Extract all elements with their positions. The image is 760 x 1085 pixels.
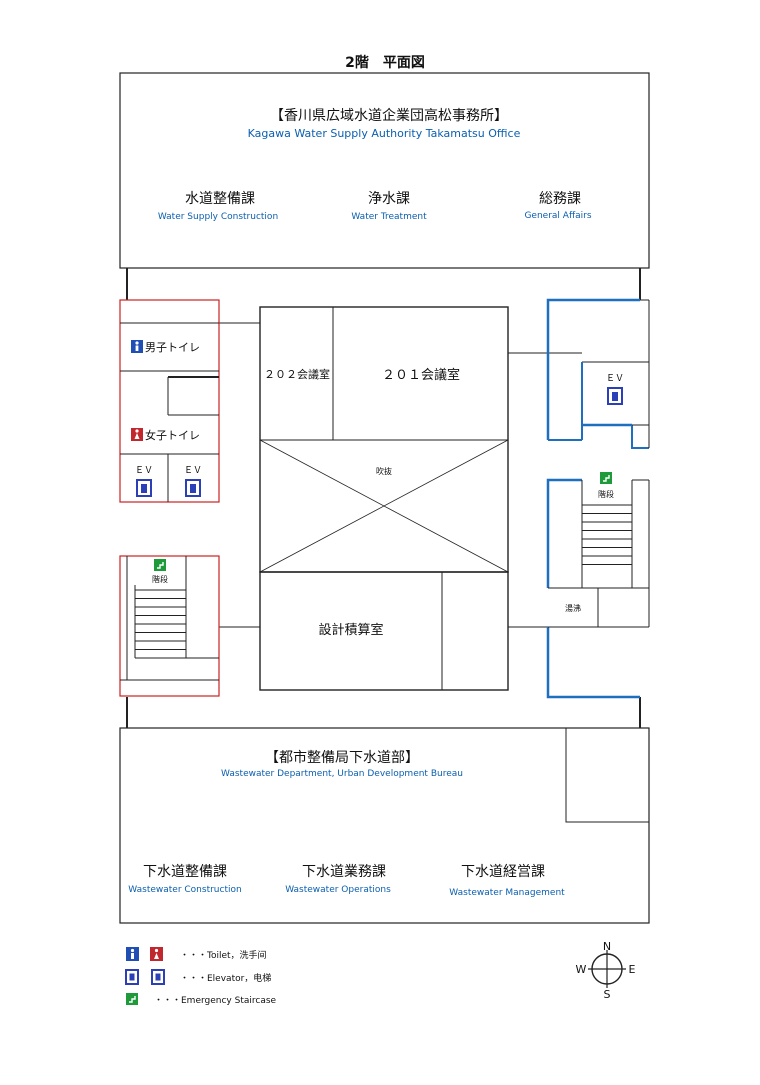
- center-block: [259, 306, 509, 691]
- page-title: 2階 平面図: [345, 54, 425, 71]
- dept-water-treatment-en: Water Treatment: [351, 212, 427, 222]
- room-202-label: ２０２会議室: [264, 367, 330, 381]
- legend-elevator-label: ・・・Elevator，电梯: [180, 972, 271, 984]
- dept-general-affairs-en: General Affairs: [524, 211, 591, 221]
- dept-wastewater-management: 下水道経営課: [461, 864, 545, 880]
- corridor-links: [219, 322, 582, 628]
- right-stair-core: 階段 湯沸: [546, 472, 650, 699]
- bottom-office-name-en: Wastewater Department, Urban Development…: [221, 769, 463, 779]
- bottom-office-side-room: [565, 727, 650, 823]
- atrium-label: 吹抜: [376, 466, 392, 476]
- atrium-cross-b: [259, 439, 509, 573]
- bottom-office-name: 【都市整備局下水道部】: [265, 749, 419, 766]
- mens-toilet-label: 男子トイレ: [145, 341, 200, 354]
- top-office-room: [119, 72, 650, 269]
- bottom-office-room: [119, 727, 650, 924]
- womens-toilet-label: 女子トイレ: [145, 428, 200, 442]
- legend-staircase: ・・・Emergency Staircase: [126, 993, 277, 1006]
- dept-general-affairs: 総務課: [539, 191, 581, 207]
- elevator-right: ＥＶ: [606, 374, 624, 405]
- compass-north: N: [603, 940, 611, 953]
- legend-elevator: ・・・Elevator，电梯: [125, 969, 271, 985]
- legend-staircase-label: ・・・Emergency Staircase: [154, 996, 277, 1006]
- dept-water-supply-construction: 水道整備課: [185, 191, 255, 207]
- compass-east: E: [629, 963, 636, 976]
- elevator-left-1: ＥＶ: [135, 466, 153, 497]
- dept-wastewater-operations-en: Wastewater Operations: [285, 885, 391, 895]
- legend-toilet-label: ・・・Toilet，洗手间: [180, 949, 267, 961]
- right-core-upper: [546, 298, 650, 449]
- left-core-upper: [119, 299, 220, 503]
- legend-toilet: ・・・Toilet，洗手间: [126, 947, 267, 961]
- dept-water-treatment: 浄水課: [368, 191, 410, 207]
- corridor-walls: [126, 268, 641, 728]
- design-room-label: 設計積算室: [318, 622, 383, 638]
- compass-icon: N S E W: [576, 940, 636, 1001]
- dept-wastewater-construction: 下水道整備課: [143, 864, 227, 880]
- kitchen-label: 湯沸: [565, 603, 581, 613]
- compass-west: W: [576, 963, 587, 976]
- top-office-name: 【香川県広域水道企業団高松事務所】: [270, 107, 508, 124]
- legend: ・・・Toilet，洗手间 ・・・Elevator，电梯 ・・・Emergenc…: [125, 947, 277, 1006]
- mens-toilet: 男子トイレ: [131, 340, 200, 354]
- dept-water-supply-construction-en: Water Supply Construction: [158, 212, 278, 222]
- top-office-name-en: Kagawa Water Supply Authority Takamatsu …: [248, 127, 521, 140]
- room-201-label: ２０１会議室: [382, 367, 460, 383]
- left-stair-core: 階段: [119, 555, 220, 697]
- compass-south: S: [604, 988, 611, 1001]
- dept-wastewater-construction-en: Wastewater Construction: [128, 885, 241, 895]
- elevator-label: ＥＶ: [135, 466, 153, 476]
- elevator-label: ＥＶ: [606, 374, 624, 384]
- elevator-label: ＥＶ: [184, 466, 202, 476]
- stairs-label: 階段: [598, 489, 614, 499]
- dept-wastewater-management-en: Wastewater Management: [449, 888, 565, 898]
- stairs-label: 階段: [152, 574, 168, 584]
- dept-wastewater-operations: 下水道業務課: [302, 864, 386, 880]
- womens-toilet: 女子トイレ: [131, 428, 200, 442]
- elevator-left-2: ＥＶ: [184, 466, 202, 497]
